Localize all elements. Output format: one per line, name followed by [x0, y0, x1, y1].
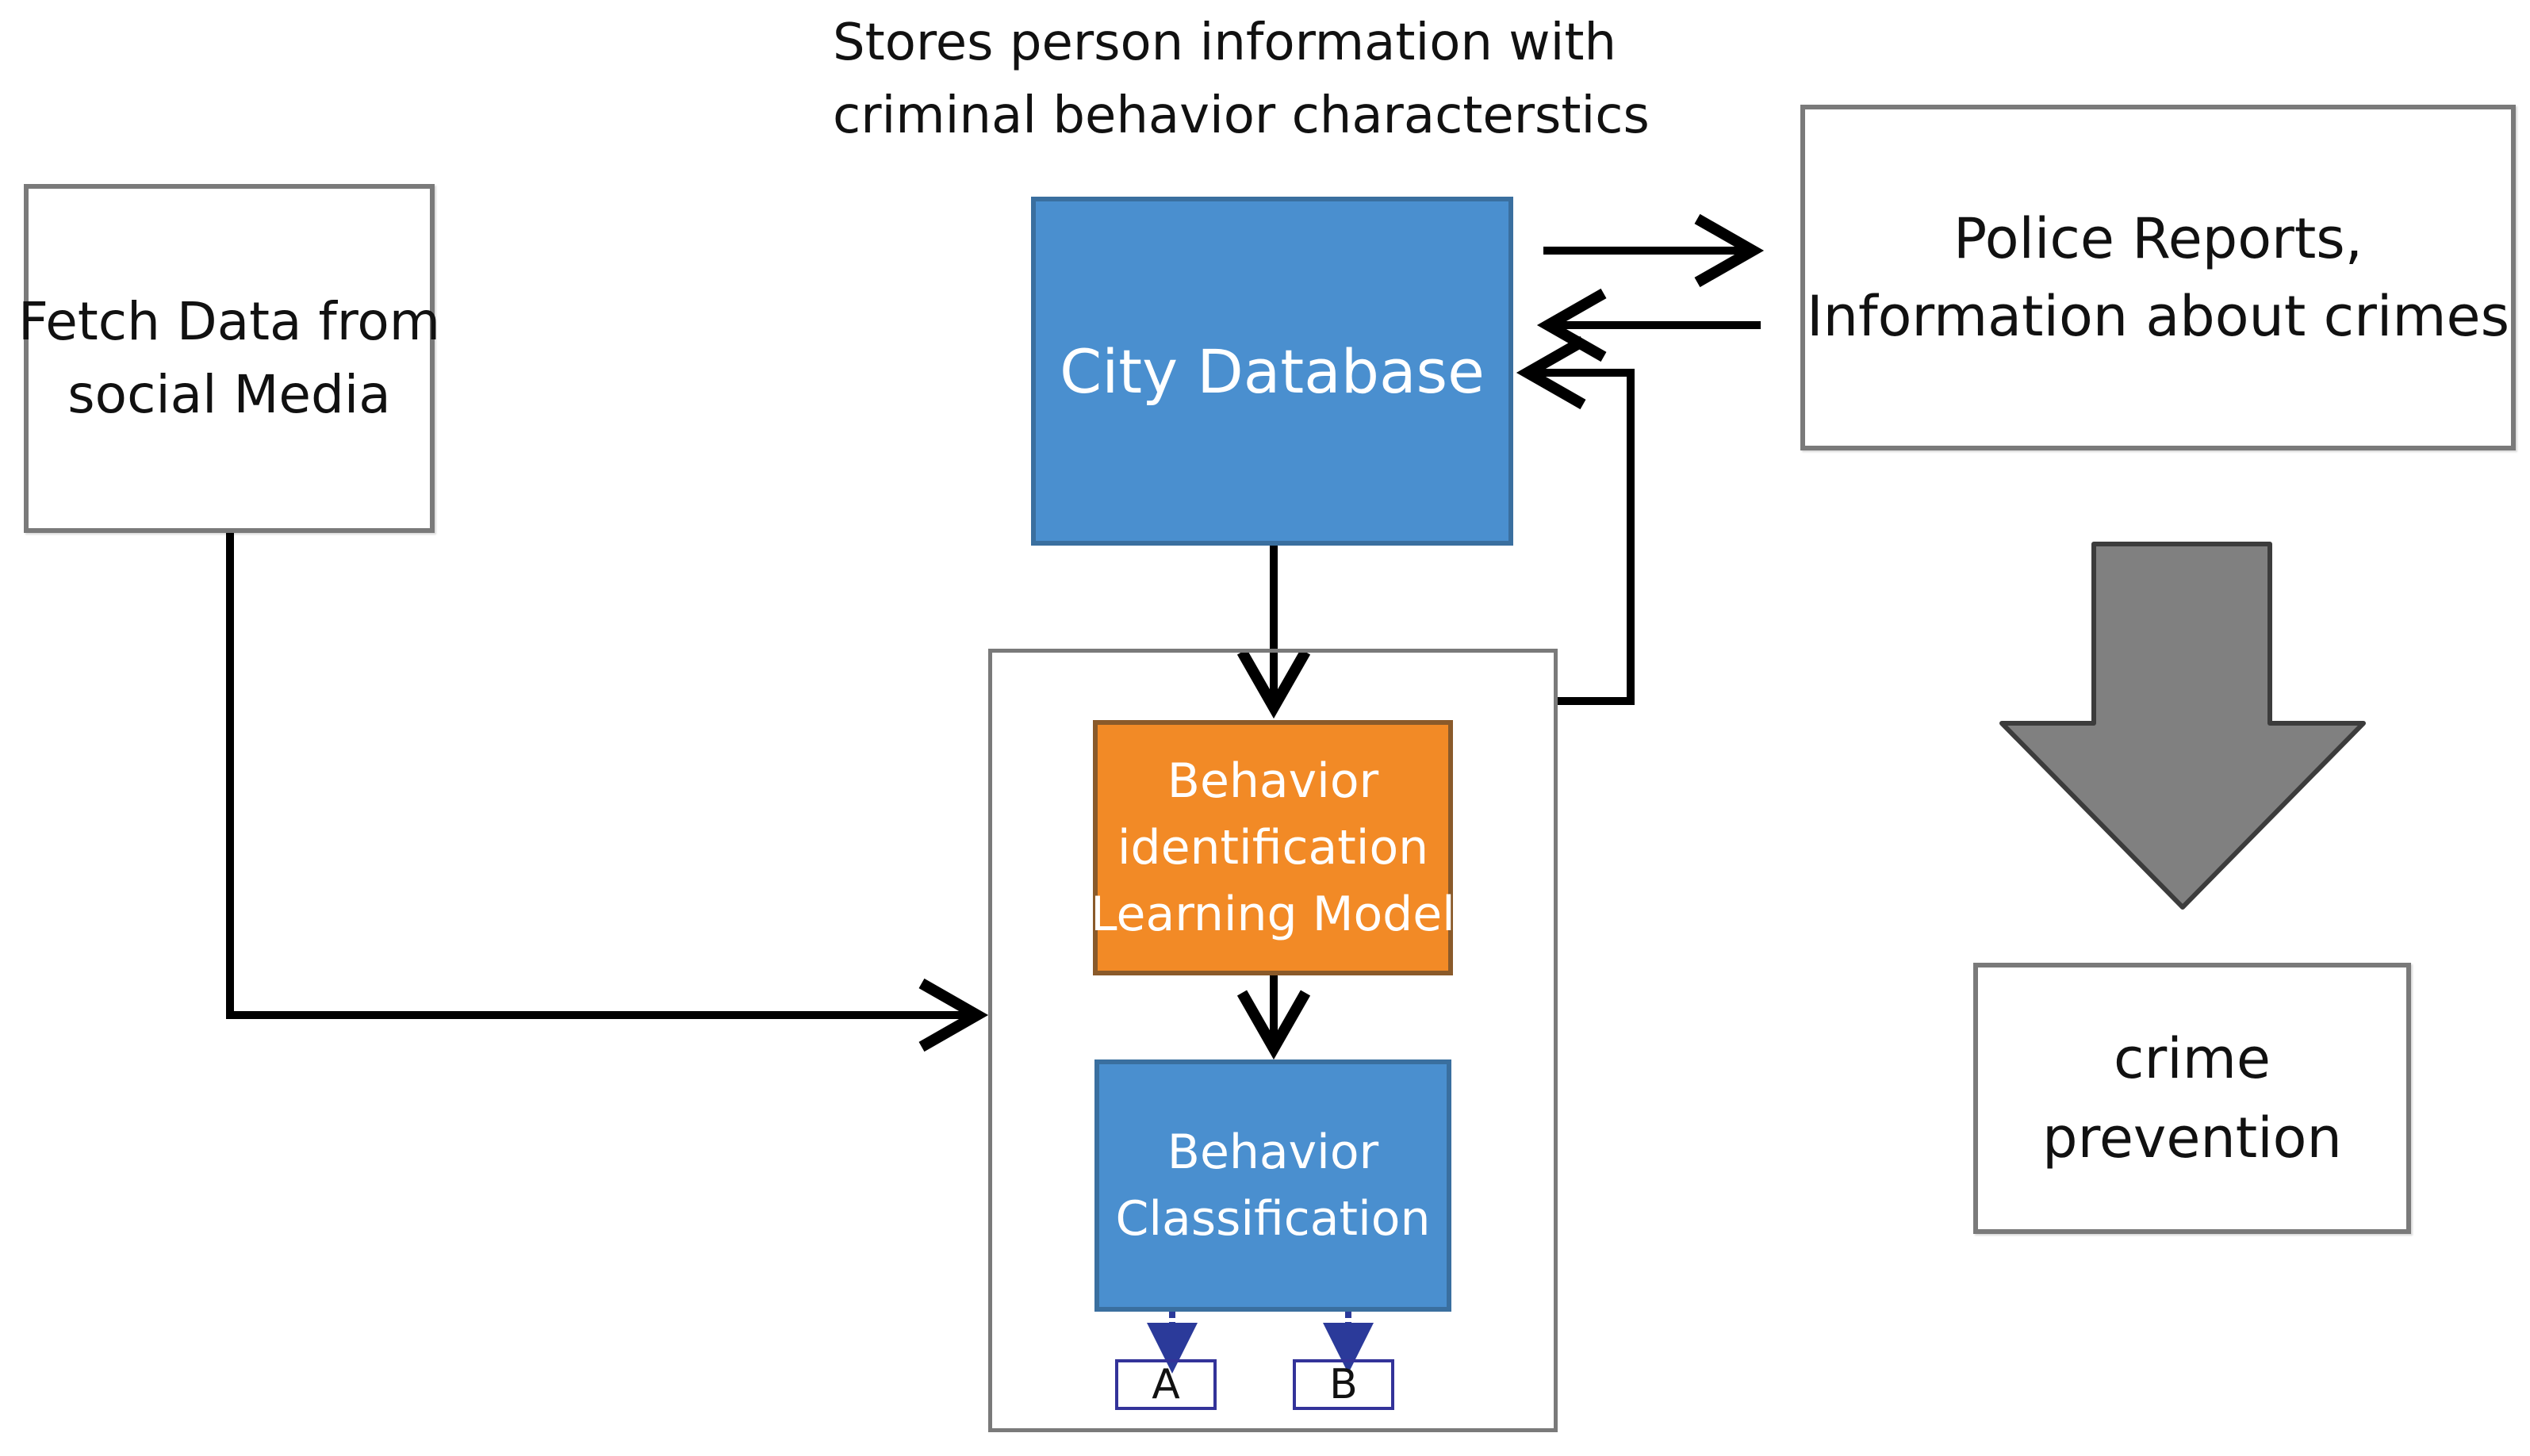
output-a-box: A — [1115, 1359, 1217, 1410]
police-reports-line-1: Police Reports, — [1953, 206, 2363, 271]
caption-line-1: Stores person information with — [833, 13, 1617, 72]
classification-line-1: Behavior — [1167, 1125, 1379, 1180]
arrow-container-to-db — [1516, 335, 1635, 705]
learning-model-line-2: identification — [1117, 820, 1429, 876]
behavior-module-container — [988, 649, 1558, 1432]
social-media-box: Fetch Data from social Media — [18, 184, 440, 533]
social-media-line-1: Fetch Data from — [17, 291, 441, 352]
learning-model-box: Behavior identification Learning Model — [1091, 720, 1455, 975]
output-a-label: A — [1152, 1361, 1180, 1408]
learning-model-line-3: Learning Model — [1091, 887, 1455, 942]
learning-model-line-1: Behavior — [1167, 753, 1379, 809]
behavior-classification-box: Behavior Classification — [1094, 1059, 1451, 1312]
caption-line-2: criminal behavior characterstics — [833, 86, 1650, 145]
crime-prevention-line-1: crime — [2114, 1026, 2271, 1091]
database-caption: Stores person information with criminal … — [833, 6, 1650, 152]
output-b-label: B — [1329, 1361, 1358, 1408]
city-database-label: City Database — [1060, 335, 1485, 407]
crime-prevention-line-2: prevention — [2042, 1105, 2342, 1171]
output-b-box: B — [1293, 1359, 1394, 1410]
social-media-line-2: social Media — [67, 364, 391, 425]
city-database-box: City Database — [1031, 197, 1513, 546]
crime-prevention-box: crime prevention — [1973, 963, 2411, 1234]
police-reports-box: Police Reports, Information about crimes — [1800, 105, 2516, 450]
arrow-social-to-container — [226, 533, 989, 1052]
big-down-arrow — [1999, 542, 2366, 910]
classification-line-2: Classification — [1115, 1191, 1431, 1247]
police-reports-line-2: Information about crimes — [1806, 284, 2510, 349]
